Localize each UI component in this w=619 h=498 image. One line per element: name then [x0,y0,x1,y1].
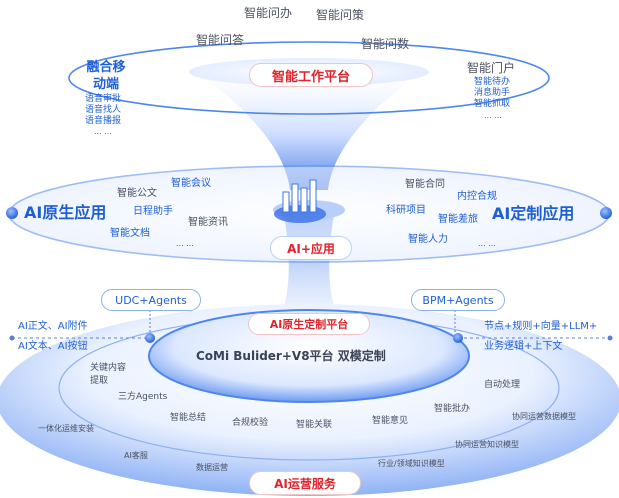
left-orb [6,207,18,219]
right-node [453,333,463,343]
work-platform-badge: 智能工作平台 [249,63,373,87]
app-internal-control: 内控合规 [457,191,497,202]
left-node [145,333,155,343]
mobile-sub-1: 语音审批 [85,94,122,104]
left-caption-2: AI文本、AI按钮 [18,341,88,352]
mobile-sub-2: 语音找人 [85,105,122,115]
inner-smart-dispatch: 智能批办 [434,404,471,414]
app-smart-news: 智能资讯 [188,217,228,228]
outer-data-model: 协同运营数据模型 [512,412,576,421]
ops-service-badge: AI运营服务 [249,471,361,495]
inner-smart-link: 智能关联 [296,420,333,430]
inner-third-party-agents: 三方Agents [118,392,168,402]
right-caption-1: 节点+规则+向量+LLM+ [484,321,598,332]
portal-title: 智能门户 [467,61,516,75]
work-platform-label: 智能工作平台 [271,69,350,85]
app-smart-document: 智能公文 [117,188,157,199]
inner-smart-opinion: 智能意见 [372,416,409,426]
right-orb [600,207,612,219]
left-caption-1: AI正文、AI附件 [18,321,88,332]
item-smart-data: 智能问数 [361,37,410,51]
outer-knowledge-model: 协同运营知识模型 [455,440,519,449]
base-inner-ring [148,309,470,403]
app-schedule-assistant: 日程助手 [133,206,173,217]
upper-funnel [192,68,426,190]
app-research-project: 科研项目 [386,205,426,216]
native-custom-platform-label: AI原生定制平台 [269,318,349,331]
item-smart-handling: 智能问办 [244,6,293,20]
ai-plus-app-label: AI+应用 [287,241,335,256]
app-smart-contract: 智能合同 [405,179,445,190]
top-ring [68,41,550,115]
right-caption-2: 业务逻辑+上下文 [484,341,563,352]
inner-smart-summary: 智能总结 [170,413,207,423]
ai-native-apps-title: AI原生应用 [24,203,107,222]
bpm-agents-pill: BPM+Agents [411,289,505,311]
portal-sub-2: 消息助手 [474,88,511,98]
outer-data-ops: 数据运营 [196,463,228,472]
outer-ai-service: AI客服 [124,451,148,460]
item-smart-policy: 智能问策 [316,8,365,22]
portal-more: ... ... [484,111,502,120]
mobile-more: ... ... [94,127,112,136]
custom-more: ... ... [478,239,496,248]
item-smart-qa: 智能问答 [196,33,245,47]
portal-sub-3: 智能抓取 [474,99,511,109]
ai-plus-app-badge: AI+应用 [270,236,352,260]
right-end-dot [607,335,613,341]
outer-ops-install: 一体化运维安装 [38,424,94,433]
ai-custom-apps-title: AI定制应用 [492,204,575,223]
udc-agents-pill: UDC+Agents [101,289,201,311]
platform-headline: CoMi Bulider+V8平台 双模定制 [196,349,386,363]
inner-compliance-check: 合规校验 [232,418,269,428]
app-smart-travel: 智能差旅 [438,214,478,225]
inner-auto-processing: 自动处理 [484,380,521,390]
mobile-title: 融合移动端 [86,60,126,92]
udc-agents-label: UDC+Agents [115,293,187,307]
bpm-agents-label: BPM+Agents [422,293,494,307]
native-more: ... ... [176,239,194,248]
outer-industry-model: 行业/领域知识模型 [378,459,445,468]
left-end-dot [9,335,15,341]
bar-chart-icon [274,179,326,223]
ops-service-label: AI运营服务 [274,476,336,491]
app-smart-docs: 智能文档 [110,228,150,239]
mobile-sub-3: 语音播报 [85,116,122,126]
native-custom-platform-badge: AI原生定制平台 [248,313,370,335]
portal-sub-1: 智能待办 [474,77,511,87]
app-smart-hr: 智能人力 [408,234,448,245]
inner-key-content: 关键内容提取 [90,363,127,386]
app-smart-meeting: 智能会议 [171,178,211,189]
